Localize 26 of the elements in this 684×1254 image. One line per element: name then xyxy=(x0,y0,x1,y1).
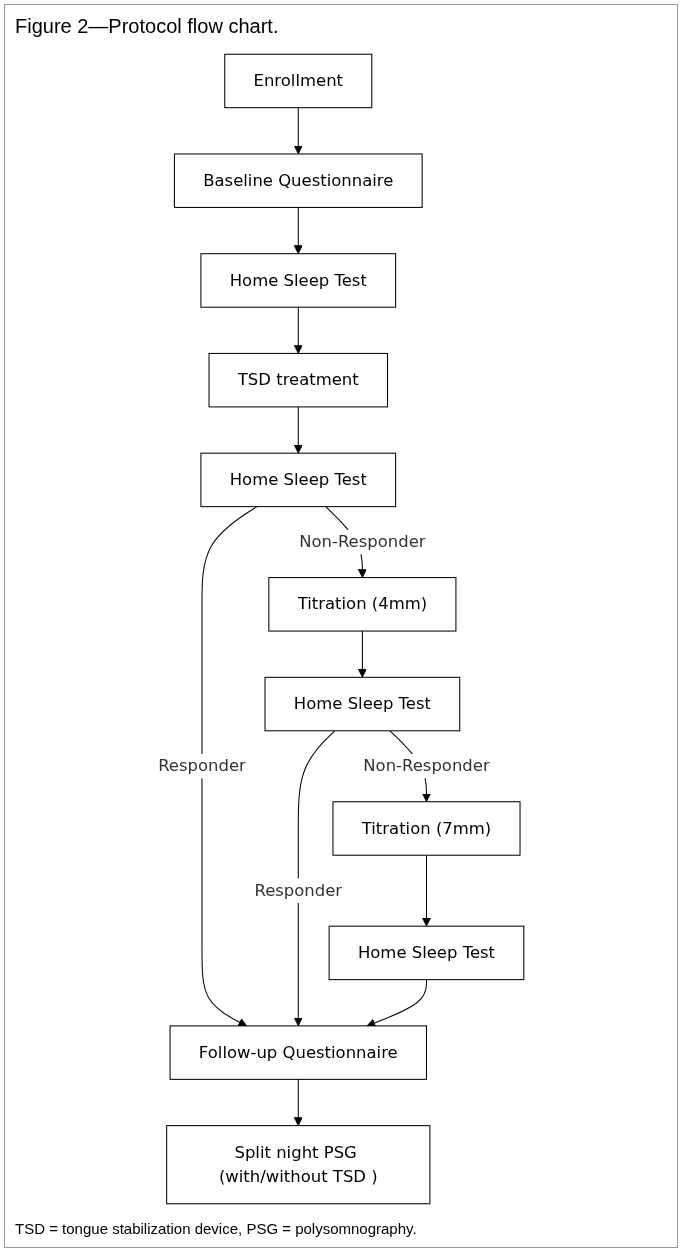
arrow xyxy=(201,506,258,1027)
figure-title: Figure 2—Protocol flow chart. xyxy=(15,15,280,38)
edge-label: Non-Responder xyxy=(299,531,426,552)
edge-label: Responder xyxy=(254,880,343,900)
figure-caption: TSD = tongue stabilization device, PSG = polysomnography. xyxy=(15,1220,418,1237)
node-box: Titration (4mm) xyxy=(268,577,457,632)
arrow xyxy=(421,854,431,927)
arrow xyxy=(293,107,303,155)
node-box: Enrollment xyxy=(224,53,373,109)
arrow xyxy=(293,406,303,454)
node-box: Home Sleep Test xyxy=(200,452,397,508)
arrow xyxy=(293,206,303,255)
node-box: Home Sleep Test xyxy=(264,676,461,732)
edge-label: Non-Responder xyxy=(363,755,490,776)
arrow xyxy=(293,1078,303,1127)
node-box: Baseline Questionnaire xyxy=(173,153,423,208)
node-box: Follow-up Questionnaire xyxy=(169,1025,427,1080)
node-box: Home Sleep Test xyxy=(200,253,397,308)
edge-label: Responder xyxy=(158,755,246,776)
arrow xyxy=(357,630,367,678)
node-box: TSD treatment xyxy=(208,352,389,408)
node-box: Titration (7mm) xyxy=(332,801,521,856)
arrow xyxy=(293,306,303,354)
node-box: Split night PSG (with/without TSD ) xyxy=(166,1125,431,1205)
node-box: Home Sleep Test xyxy=(328,925,525,981)
arrow xyxy=(293,730,336,1027)
